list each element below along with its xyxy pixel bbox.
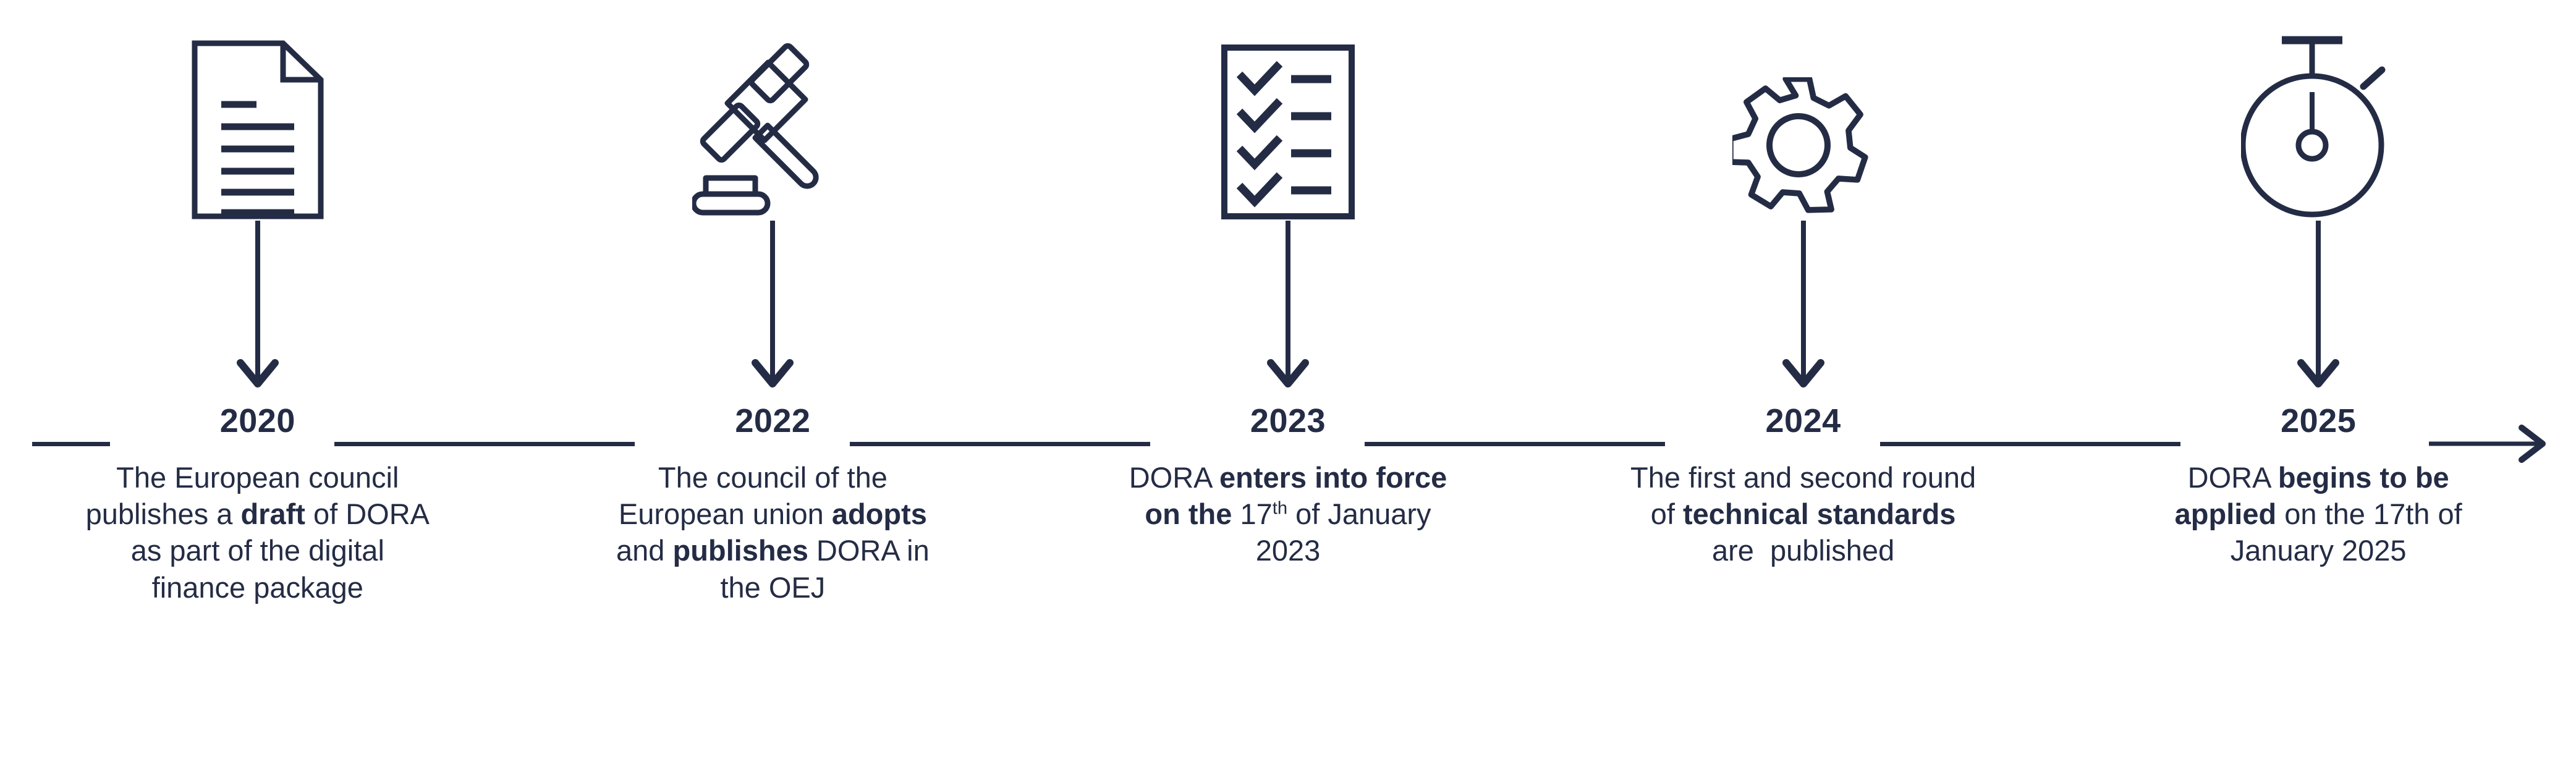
milestone-description: The first and second round of technical …: [1630, 461, 1985, 567]
milestone-description: DORA enters into force on the 17th of Ja…: [1129, 461, 1455, 567]
milestone-2023: 2023 DORA enters into force on the 17th …: [1030, 0, 1546, 775]
stopwatch-icon: [2061, 0, 2576, 219]
year-label: 2022: [735, 402, 811, 439]
milestone-description: The council of the European union adopts…: [616, 461, 938, 604]
milestone-2022: 2022 The council of the European union a…: [515, 0, 1031, 775]
milestone-2020: 2020 The European council publishes a dr…: [0, 0, 515, 775]
year-label: 2020: [219, 402, 295, 439]
connector-arrow-icon: [2061, 219, 2576, 399]
connector-arrow-icon: [515, 219, 1031, 399]
milestone-description: The European council publishes a draft o…: [85, 461, 438, 604]
connector-arrow-icon: [1546, 219, 2061, 399]
milestone-2024: 2024 The first and second round of techn…: [1546, 0, 2061, 775]
checklist-icon: [1030, 0, 1546, 219]
document-icon: [0, 0, 515, 219]
year-label: 2025: [2281, 402, 2357, 439]
connector-arrow-icon: [0, 219, 515, 399]
year-label: 2024: [1765, 402, 1841, 439]
milestone-description: DORA begins to be applied on the 17th of…: [2174, 461, 2470, 567]
gear-icon: [1546, 0, 2061, 219]
milestone-2025: 2025 DORA begins to be applied on the 17…: [2061, 0, 2576, 775]
gavel-icon: [515, 0, 1031, 219]
year-label: 2023: [1250, 402, 1326, 439]
connector-arrow-icon: [1030, 219, 1546, 399]
